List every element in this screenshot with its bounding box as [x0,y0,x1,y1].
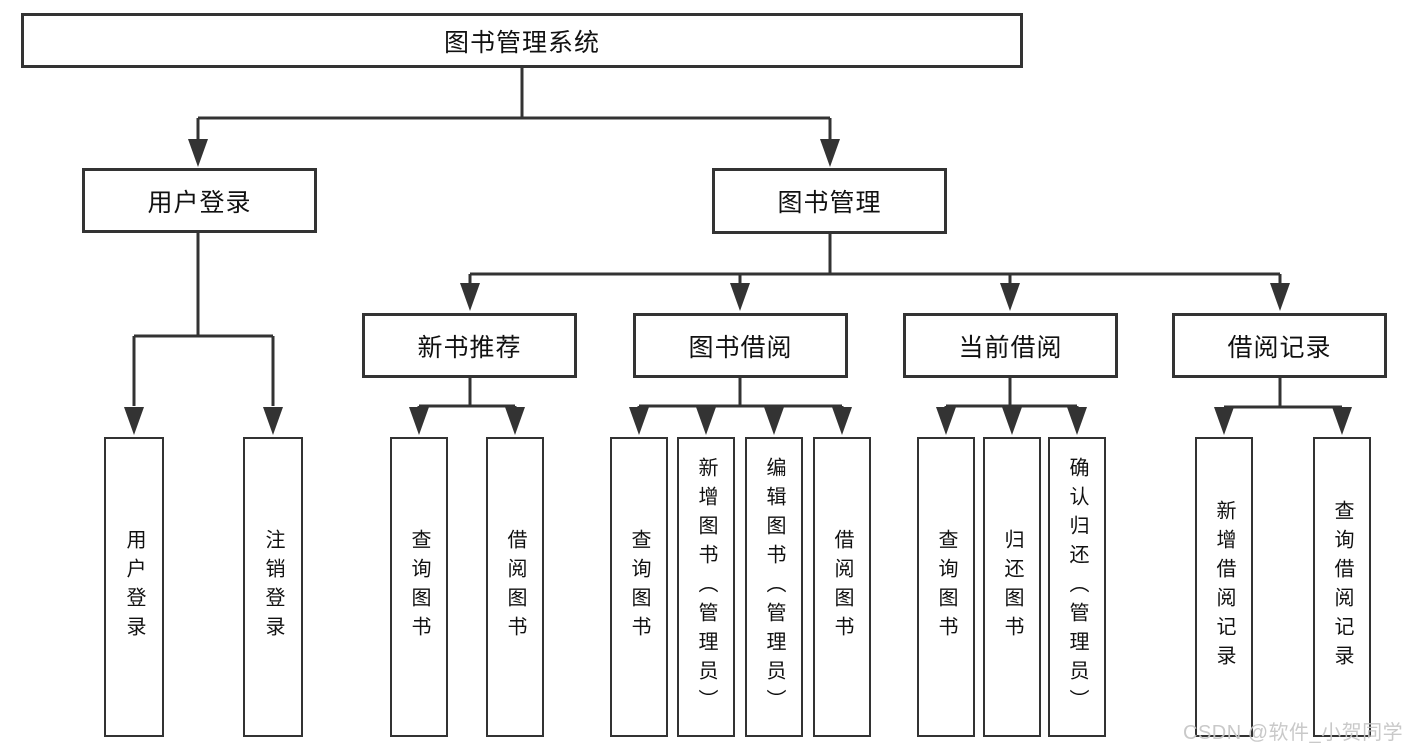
node-current-borrowing: 当前借阅 [903,313,1118,378]
csdn-watermark: CSDN @软件_小贺同学 [1183,722,1404,744]
node-label: 图书管理系统 [443,28,600,57]
leaf-confirm-return-admin: 确认归还（管理员） [1048,437,1106,737]
leaf-label: 新增借阅记录 [1213,500,1235,674]
node-user-login-branch: 用户登录 [82,168,317,233]
leaf-borrow-books: 借阅图书 [486,437,544,737]
node-label: 借阅记录 [1227,333,1332,362]
node-label: 用户登录 [147,188,252,217]
leaf-query-books: 查询图书 [917,437,975,737]
leaf-add-borrow-record: 新增借阅记录 [1195,437,1253,737]
leaf-label: 确认归还（管理员） [1066,456,1088,718]
node-label: 图书借阅 [688,333,793,362]
leaf-label: 借阅图书 [831,529,853,645]
leaf-borrow-books: 借阅图书 [813,437,871,737]
leaf-label: 新增图书（管理员） [695,456,717,718]
leaf-label: 注销登录 [262,529,284,645]
leaf-return-books: 归还图书 [983,437,1041,737]
leaf-query-borrow-record: 查询借阅记录 [1313,437,1371,737]
node-borrowing-records: 借阅记录 [1172,313,1387,378]
leaf-edit-book-admin: 编辑图书（管理员） [745,437,803,737]
node-book-borrowing: 图书借阅 [633,313,848,378]
leaf-label: 借阅图书 [504,529,526,645]
leaf-label: 归还图书 [1001,529,1023,645]
node-label: 当前借阅 [958,333,1063,362]
arrowheads [124,139,1352,435]
leaf-label: 查询图书 [628,529,650,645]
leaf-label: 查询图书 [408,529,430,645]
leaf-query-books: 查询图书 [610,437,668,737]
leaf-label: 编辑图书（管理员） [763,456,785,718]
leaf-add-book-admin: 新增图书（管理员） [677,437,735,737]
node-label: 图书管理 [777,189,882,217]
node-library-management-system: 图书管理系统 [21,13,1023,68]
node-new-book-recommendation: 新书推荐 [362,313,577,378]
leaf-user-login: 用户登录 [104,437,164,737]
leaf-logout: 注销登录 [243,437,303,737]
leaf-label: 查询借阅记录 [1331,500,1353,674]
leaf-query-books: 查询图书 [390,437,448,737]
node-book-management-branch: 图书管理 [712,168,947,234]
node-label: 新书推荐 [417,333,522,362]
leaf-label: 用户登录 [123,529,145,645]
leaf-label: 查询图书 [935,529,957,645]
